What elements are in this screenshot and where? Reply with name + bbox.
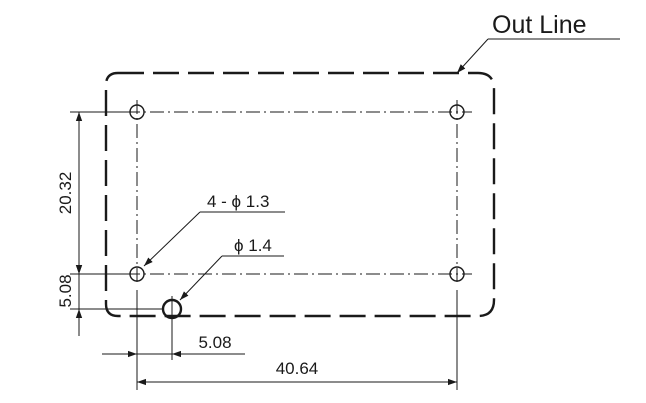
dim-vertical-small — [70, 252, 162, 336]
dim-horizontal-main-label: 40.64 — [276, 359, 319, 378]
dim-horizontal-main — [137, 290, 458, 390]
mounting-hole-bottom-left — [129, 266, 145, 282]
hole-single-label: ϕ 1.4 — [234, 236, 272, 255]
mounting-hole-bottom-right — [449, 266, 465, 282]
dim-horizontal-small — [102, 290, 245, 390]
holes-4x-label: 4 - ϕ 1.3 — [207, 192, 269, 211]
dim-vertical-main — [70, 111, 127, 275]
dim-horizontal-small-label: 5.08 — [198, 333, 231, 352]
mounting-hole-top-left — [129, 104, 145, 120]
outline-leader — [456, 38, 620, 74]
hole-single-leader — [179, 255, 284, 301]
dim-vertical-main-label: 20.32 — [56, 172, 75, 215]
holes-4x-leader — [143, 211, 285, 267]
outline-label: Out Line — [492, 11, 587, 39]
mounting-hole-top-right — [449, 104, 465, 120]
hole-center-grid — [126, 100, 472, 286]
dim-vertical-small-label: 5.08 — [56, 274, 75, 307]
outline-shape — [104, 71, 496, 318]
